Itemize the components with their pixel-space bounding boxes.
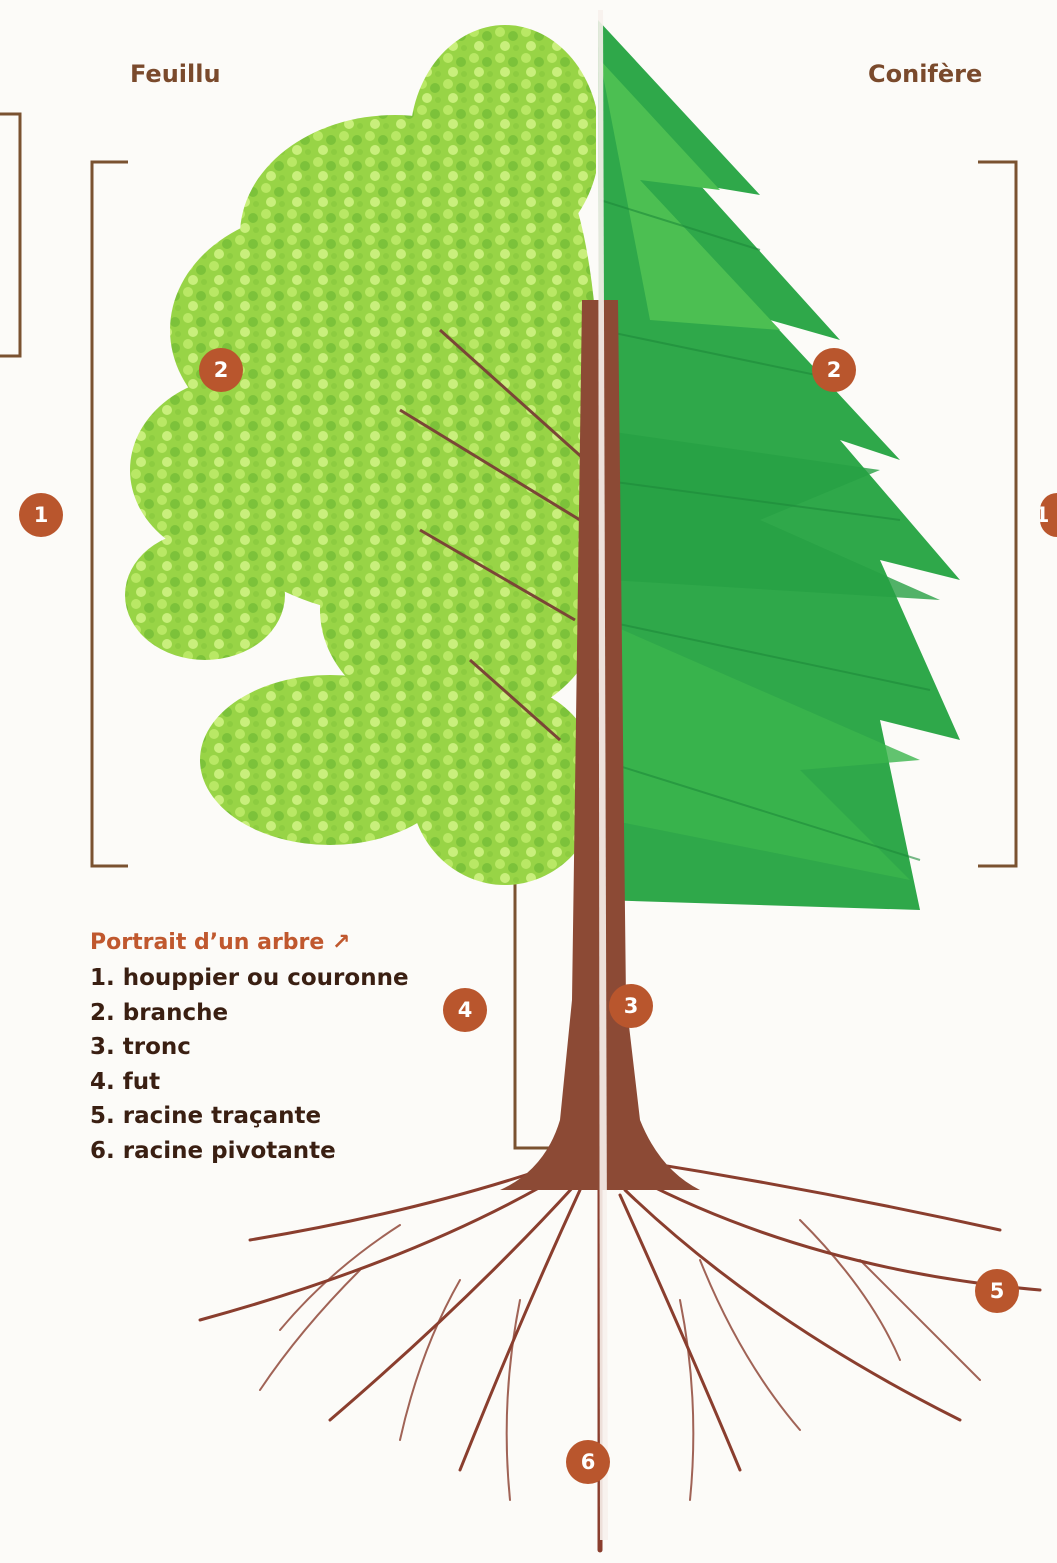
legend-item-lateral-root: 5. racine traçante — [90, 1099, 409, 1134]
badge-trunk: 3 — [609, 984, 653, 1028]
conifer-foliage — [598, 20, 960, 910]
legend-item-tap-root: 6. racine pivotante — [90, 1134, 409, 1169]
root-system — [200, 1160, 1040, 1550]
badge-lateral-root: 5 — [975, 1269, 1019, 1313]
legend: Portrait d’un arbre ↗ 1. houppier ou cou… — [90, 930, 409, 1168]
deciduous-title: Feuillu — [130, 60, 221, 88]
legend-item-trunk: 3. tronc — [90, 1030, 409, 1065]
badge-crown-right: 1 — [1040, 493, 1057, 537]
legend-item-bole: 4. fut — [90, 1065, 409, 1100]
legend-title: Portrait d’un arbre ↗ — [90, 930, 409, 955]
badge-branch-left: 2 — [199, 348, 243, 392]
legend-item-crown: 1. houppier ou couronne — [90, 961, 409, 996]
bole-bracket — [515, 866, 553, 1148]
crown-bracket-right — [978, 162, 1016, 866]
edge-bracket — [0, 114, 20, 356]
badge-branch-right: 2 — [812, 348, 856, 392]
crown-bracket-left — [92, 162, 128, 866]
badge-crown-left: 1 — [19, 493, 63, 537]
conifer-title: Conifère — [868, 60, 982, 88]
badge-bole: 4 — [443, 988, 487, 1032]
deciduous-foliage — [125, 25, 600, 885]
badge-tap-root: 6 — [566, 1440, 610, 1484]
legend-item-branch: 2. branche — [90, 996, 409, 1031]
